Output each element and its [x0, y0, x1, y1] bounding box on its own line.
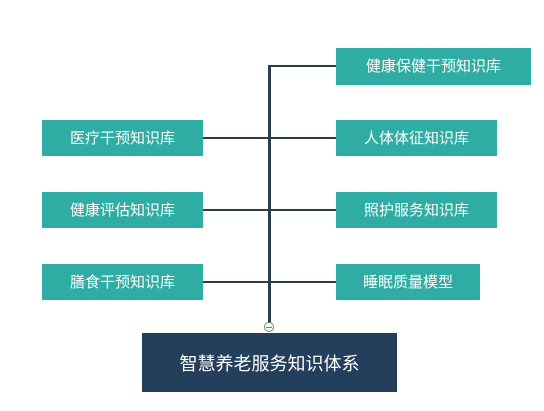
- branch-node-health-care-intervention[interactable]: 健康保健干预知识库: [336, 48, 531, 85]
- branch-node-sleep-quality-model[interactable]: 睡眠质量模型: [336, 264, 480, 300]
- branch-node-vital-signs[interactable]: 人体体征知识库: [336, 120, 497, 156]
- connector-left-2: [203, 281, 336, 283]
- branch-node-health-assessment[interactable]: 健康评估知识库: [42, 192, 203, 228]
- trunk-connector: [268, 65, 271, 327]
- connector-left-0: [203, 137, 336, 139]
- branch-node-medical-intervention[interactable]: 医疗干预知识库: [42, 120, 203, 156]
- connector-left-1: [203, 209, 336, 211]
- root-node[interactable]: 智慧养老服务知识体系: [142, 333, 397, 392]
- branch-node-care-services[interactable]: 照护服务知识库: [336, 192, 497, 228]
- branch-node-diet-intervention[interactable]: 膳食干预知识库: [42, 264, 203, 300]
- collapse-toggle-icon[interactable]: [264, 322, 274, 332]
- connector-right-0: [268, 65, 336, 67]
